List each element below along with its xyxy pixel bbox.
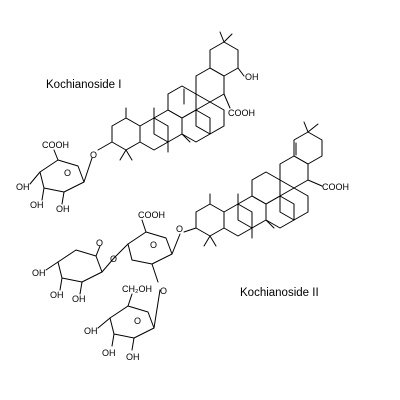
atom-label-o: O	[176, 224, 183, 234]
anomeric-bond	[171, 233, 181, 255]
atom-label-oh: OH	[50, 290, 64, 300]
atom-label-o: O	[64, 168, 71, 178]
methyl	[119, 149, 127, 161]
methyl	[223, 33, 233, 43]
link-bond	[153, 289, 161, 329]
atom-label-oh: OH	[126, 352, 140, 362]
ring-a	[195, 203, 225, 237]
ring-oxygen-bond	[95, 245, 101, 257]
atom-label-oh: OH	[102, 348, 116, 358]
atom-label-ch2oh: CH₂OH	[122, 284, 152, 294]
atom-label-oh: OH	[16, 182, 30, 192]
hydroxyl-bond	[111, 333, 115, 347]
sugar-ring-xylose	[57, 249, 103, 283]
hydroxyl-bond	[131, 337, 135, 351]
methyl	[203, 235, 211, 247]
atom-label-o: O	[110, 254, 117, 264]
atom-label-oh: OH	[84, 326, 98, 336]
atom-label-o: O	[90, 150, 97, 160]
methyl	[303, 121, 309, 133]
link-bond	[151, 263, 159, 283]
hydroxyl-bond	[29, 171, 41, 185]
hydroxyl-bond	[79, 281, 83, 295]
hydroxyl-bond	[61, 191, 65, 205]
link-bond	[101, 257, 115, 273]
glycoside-bond	[183, 227, 197, 233]
methyl	[219, 31, 225, 43]
hydroxyl-bond	[97, 317, 111, 329]
carboxyl-bond	[53, 149, 59, 161]
atom-label-oh: OH	[32, 268, 46, 278]
ch2oh-bond	[127, 293, 133, 307]
atom-label-oh: OH	[56, 204, 70, 214]
methyl	[265, 219, 275, 229]
atom-label-o: O	[150, 240, 157, 250]
hydroxyl-bond	[41, 187, 45, 201]
atom-label-o: O	[96, 238, 103, 248]
kochianoside-ii-sugars	[45, 219, 181, 351]
methyl	[181, 133, 191, 143]
anomeric-bond	[83, 157, 93, 183]
hydroxyl-bond	[45, 261, 59, 271]
carboxyl-bond	[223, 93, 231, 109]
kochianoside-i-sugar	[29, 149, 93, 205]
compound-name-kochianoside-i: Kochianoside I	[46, 79, 121, 91]
kochianoside-ii-aglycone	[183, 121, 323, 247]
ring-upper-1	[167, 85, 197, 119]
ring-upper-2	[279, 155, 309, 189]
ring-upper-3	[209, 41, 239, 77]
atom-label-oh: OH	[72, 294, 86, 304]
sugar-ring	[39, 159, 85, 193]
ring-upper-1	[251, 171, 281, 205]
atom-label-oh: OH	[30, 200, 44, 210]
methyl	[209, 235, 217, 247]
atom-label-cooh: COOH	[228, 108, 255, 118]
atom-label-cooh: COOH	[322, 182, 349, 192]
sugar-ring-glucose	[109, 305, 155, 339]
atom-label-cooh: COOH	[42, 140, 69, 150]
compound-name-kochianoside-ii: Kochianoside II	[240, 287, 319, 299]
methyl	[125, 149, 133, 161]
hydroxyl-bond	[237, 67, 245, 77]
link-bond	[113, 243, 129, 259]
kochianoside-i-aglycone	[97, 31, 245, 161]
ring-upper-3	[293, 131, 323, 165]
carboxyl-bond	[307, 179, 323, 187]
methyl	[307, 123, 319, 133]
hydroxyl-bond	[59, 277, 63, 291]
atom-label-cooh: COOH	[138, 210, 165, 220]
glycoside-bond	[97, 141, 113, 151]
carboxyl-bond	[141, 219, 147, 233]
atom-label-oh: OH	[245, 72, 259, 82]
ring-a	[111, 117, 141, 151]
atom-label-o: O	[134, 316, 141, 326]
atom-label-o: O	[160, 286, 167, 296]
